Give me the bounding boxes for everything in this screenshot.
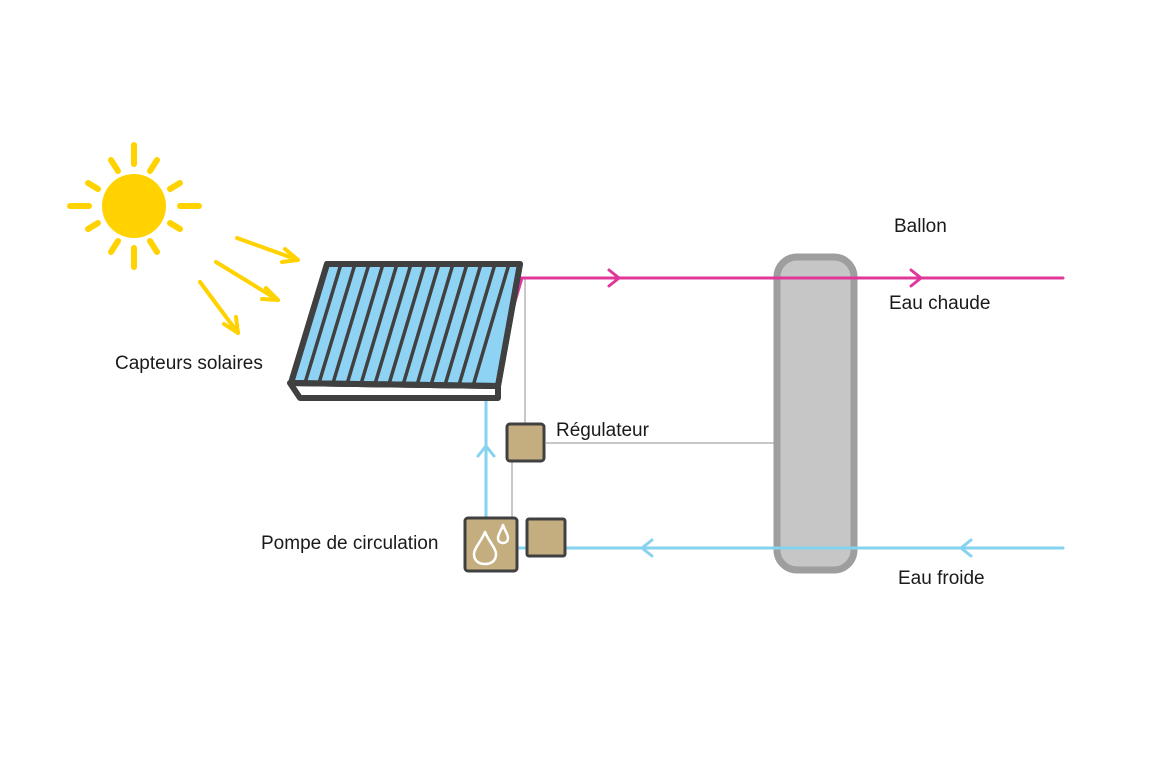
- sun-ray-arrows: [198, 236, 300, 335]
- label-eau-chaude: Eau chaude: [889, 293, 990, 314]
- regulator-box: [505, 422, 546, 463]
- sensor-box: [525, 517, 567, 558]
- storage-tank: [773, 253, 858, 574]
- hot-flow-arrow-2: [909, 268, 924, 288]
- solar-panel: [287, 261, 523, 401]
- control-wires: [511, 279, 775, 518]
- water-drops-icon: [472, 523, 510, 566]
- sun-icon: [67, 142, 202, 270]
- label-eau-froide: Eau froide: [898, 568, 985, 589]
- cold-flow-arrow-up: [476, 443, 496, 458]
- hot-flow-arrow-1: [607, 268, 622, 288]
- label-pompe-de-circulation: Pompe de circulation: [261, 533, 438, 554]
- cold-flow-arrow-2: [958, 538, 973, 558]
- label-ballon: Ballon: [894, 216, 947, 237]
- label-regulateur: Régulateur: [556, 420, 650, 441]
- label-capteurs-solaires: Capteurs solaires: [115, 353, 263, 374]
- cold-flow-arrow-1: [639, 538, 654, 558]
- circulation-pump: [463, 516, 519, 573]
